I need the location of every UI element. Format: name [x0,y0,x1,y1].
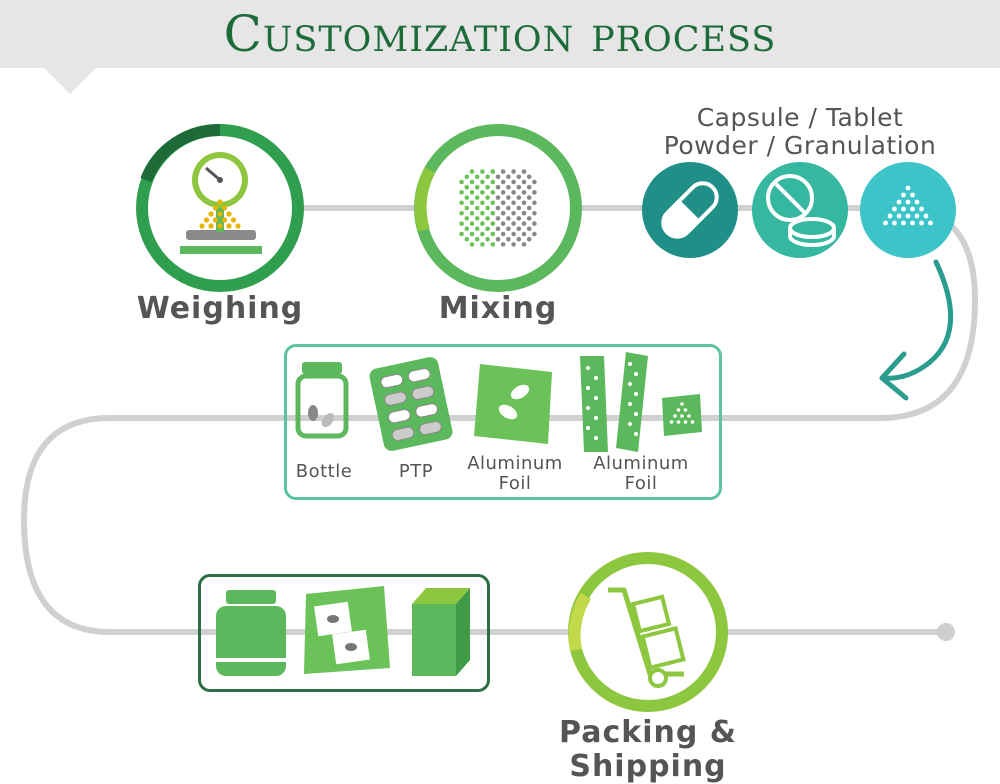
packaging-label-foil-1-line2: Foil [498,473,532,494]
shipping-packages-box [198,574,490,692]
packaging-label-foil-2-line1: Aluminum [593,453,689,474]
foil-sachet-icon [304,586,390,674]
capsule-icon [642,162,738,258]
packaging-label-bottle: Bottle [295,461,353,482]
step-label-weighing: Weighing [136,291,304,326]
title-banner [0,0,1000,68]
mixing-dots-icon [459,169,537,247]
bottle-icon [295,362,349,439]
flow-end-dot [937,623,955,641]
stick-pack-icon [580,352,702,452]
tablet-icon [752,162,848,258]
packaging-options-box [284,344,722,500]
flow-path [20,205,979,635]
blister-pack-icon [369,357,453,451]
powder-icon [860,162,956,258]
process-flow-diagram [20,123,979,712]
return-arrow-icon [879,259,954,401]
scale-icon [180,152,262,254]
step-label-packing-shipping: Packing & Shipping [559,715,737,784]
bottle-icon [216,590,286,676]
hand-truck-icon [608,587,686,688]
page-title: Customization process [223,5,777,63]
dosage-forms-line1: Capsule / Tablet [696,103,904,132]
packaging-label-foil-1-line1: Aluminum [467,453,563,474]
shipping-step-icon [568,552,728,712]
dosage-forms-line2: Powder / Granulation [663,131,937,160]
packaging-label-foil-2-line2: Foil [624,473,658,494]
foil-sachet-icon [474,364,552,444]
title-banner-notch [44,68,96,94]
packaging-label-ptp: PTP [398,461,434,482]
step-label-mixing: Mixing [438,291,558,326]
box-icon [412,588,470,676]
